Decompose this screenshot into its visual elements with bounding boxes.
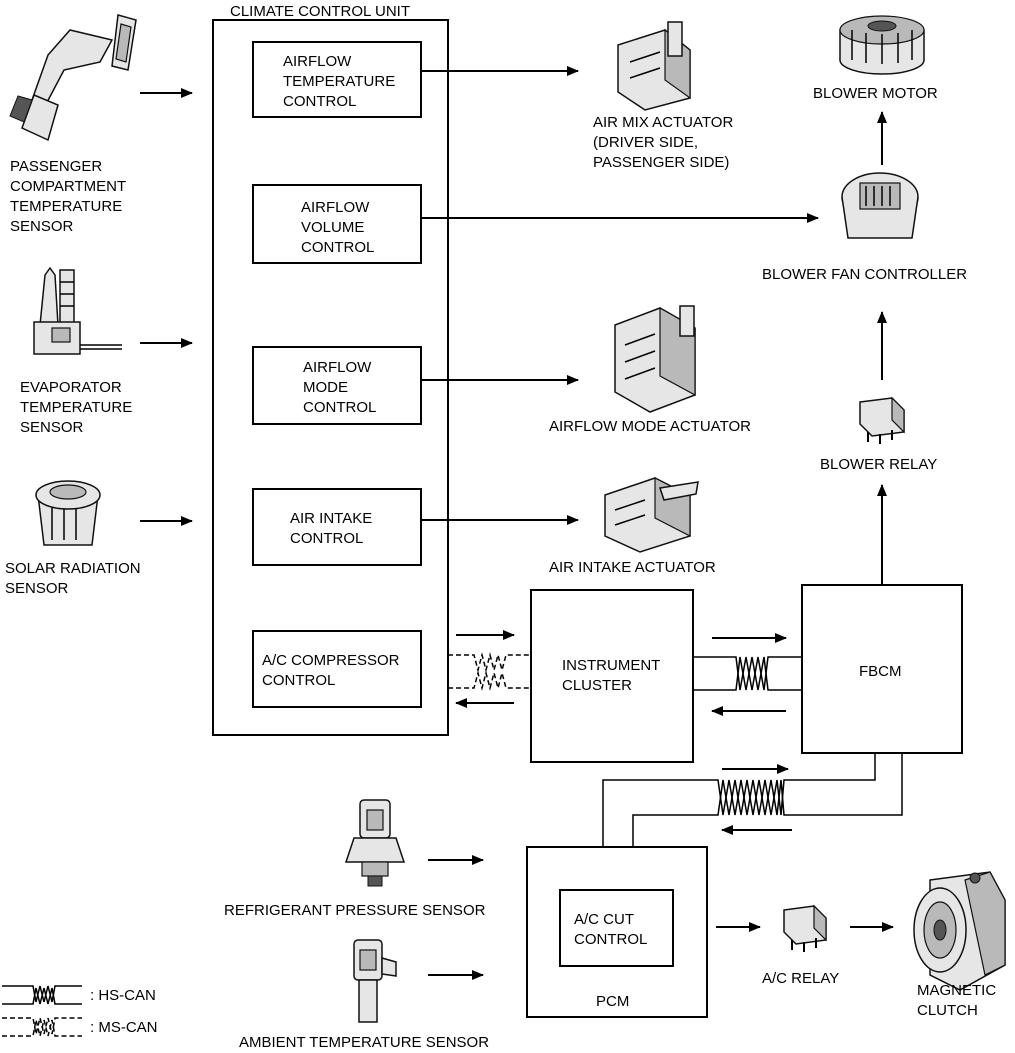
ambient-temperature-sensor-icon [353,939,397,1023]
climate-control-unit: CLIMATE CONTROL UNIT AIRFLOW TEMPERATURE… [212,3,449,736]
ccu-title: CLIMATE CONTROL UNIT [230,3,410,20]
evaporator-temperature-sensor: EVAPORATOR TEMPERATURE SENSOR [20,266,132,436]
magnetic-clutch-line-1: MAGNETIC [917,982,996,999]
air-intake-line-2: CONTROL [290,530,363,547]
blower-fan-controller-icon [841,172,919,239]
air-mix-line-1: AIR MIX ACTUATOR [593,114,733,131]
fbcm-label: FBCM [859,663,902,680]
ms-can-line-symbol [2,1017,82,1035]
legend-hs-can: : HS-CAN [2,985,156,1005]
blower-motor: BLOWER MOTOR [813,15,938,102]
magnetic-clutch-line-2: CLUTCH [917,1002,978,1019]
airflow-mode-line-1: AIRFLOW [303,359,372,376]
instrument-cluster: INSTRUMENT CLUSTER [530,589,694,763]
airflow-temperature-control-block: AIRFLOW TEMPERATURE CONTROL [252,41,422,118]
fbcm: FBCM [801,584,963,754]
blower-fan-controller: BLOWER FAN CONTROLLER [762,172,967,283]
instrument-cluster-line-2: CLUSTER [562,677,632,694]
airflow-volume-control-block: AIRFLOW VOLUME CONTROL [252,184,422,264]
airflow-volume-line-2: VOLUME [301,219,364,236]
pcm: A/C CUT CONTROL PCM [526,846,708,1018]
air-intake-actuator-icon [604,477,699,553]
solar-radiation-sensor-icon [35,480,101,546]
hs-can-pcm-to-fbcm [602,753,903,847]
ac-compressor-line-2: CONTROL [262,672,335,689]
air-mix-actuator-icon [617,21,691,111]
airflow-mode-line-3: CONTROL [303,399,376,416]
ac-cut-control-line-1: A/C CUT [574,911,634,928]
airflow-mode-actuator: AIRFLOW MODE ACTUATOR [549,305,751,435]
blower-motor-icon [839,15,925,75]
airflow-volume-line-1: AIRFLOW [301,199,370,216]
instrument-cluster-line-1: INSTRUMENT [562,657,660,674]
ac-cut-control-line-2: CONTROL [574,931,647,948]
air-mix-line-3: PASSENGER SIDE) [593,154,729,171]
evaporator-temperature-sensor-icon [33,266,122,355]
air-intake-line-1: AIR INTAKE [290,510,372,527]
legend-ms-can: : MS-CAN [2,1017,158,1037]
blower-relay-label: BLOWER RELAY [820,456,937,473]
passenger-temperature-sensor-icon [9,14,137,142]
hs-can-legend-label: : HS-CAN [90,987,156,1004]
airflow-mode-actuator-label: AIRFLOW MODE ACTUATOR [549,418,751,435]
airflow-temp-line-2: TEMPERATURE [283,73,395,90]
passenger-sensor-line-1: PASSENGER [10,158,102,175]
blower-relay: BLOWER RELAY [820,396,937,473]
blower-relay-icon [859,396,905,444]
airflow-temp-line-3: CONTROL [283,93,356,110]
refrigerant-pressure-sensor-icon [344,799,406,887]
ac-compressor-control-block: A/C COMPRESSOR CONTROL [252,630,422,708]
ac-compressor-line-1: A/C COMPRESSOR [262,652,400,669]
solar-sensor-line-2: SENSOR [5,580,69,597]
ms-can-line-symbol-lower [2,1019,82,1037]
ambient-sensor-label: AMBIENT TEMPERATURE SENSOR [239,1034,489,1051]
passenger-sensor-line-3: TEMPERATURE [10,198,122,215]
ms-can-legend-label: : MS-CAN [90,1019,158,1036]
air-intake-actuator-label: AIR INTAKE ACTUATOR [549,559,716,576]
ambient-temperature-sensor: AMBIENT TEMPERATURE SENSOR [239,939,489,1051]
passenger-sensor-line-2: COMPARTMENT [10,178,126,195]
ms-can-ccu-to-cluster [448,630,531,708]
hs-can-line-symbol-lower [2,987,82,1005]
hs-can-cluster-to-fbcm [693,633,802,716]
hs-can-line-symbol [2,985,82,1003]
airflow-volume-line-3: CONTROL [301,239,374,256]
legend: : HS-CAN : MS-CAN [2,985,158,1037]
ac-relay-icon [783,904,827,952]
ac-relay-label: A/C RELAY [762,970,839,987]
air-mix-line-2: (DRIVER SIDE, [593,134,698,151]
magnetic-clutch-icon [913,871,1006,991]
solar-sensor-line-1: SOLAR RADIATION [5,560,141,577]
ac-relay: A/C RELAY [762,904,839,987]
blower-fan-controller-label: BLOWER FAN CONTROLLER [762,266,967,283]
blower-motor-label: BLOWER MOTOR [813,85,938,102]
air-mix-actuator: AIR MIX ACTUATOR (DRIVER SIDE, PASSENGER… [593,21,733,171]
refrigerant-sensor-label: REFRIGERANT PRESSURE SENSOR [224,902,486,919]
airflow-mode-control-block: AIRFLOW MODE CONTROL [252,346,422,425]
solar-radiation-sensor: SOLAR RADIATION SENSOR [5,480,141,597]
evaporator-sensor-line-1: EVAPORATOR [20,379,122,396]
air-intake-actuator: AIR INTAKE ACTUATOR [549,477,716,576]
magnetic-clutch: MAGNETIC CLUTCH [913,871,1006,1019]
evaporator-sensor-line-2: TEMPERATURE [20,399,132,416]
airflow-mode-actuator-icon [614,305,696,413]
airflow-mode-line-2: MODE [303,379,348,396]
pcm-label: PCM [596,993,629,1010]
air-intake-control-block: AIR INTAKE CONTROL [252,488,422,566]
passenger-temperature-sensor: PASSENGER COMPARTMENT TEMPERATURE SENSOR [9,14,137,235]
airflow-temp-line-1: AIRFLOW [283,53,352,70]
evaporator-sensor-line-3: SENSOR [20,419,84,436]
refrigerant-pressure-sensor: REFRIGERANT PRESSURE SENSOR [224,799,486,919]
passenger-sensor-line-4: SENSOR [10,218,74,235]
